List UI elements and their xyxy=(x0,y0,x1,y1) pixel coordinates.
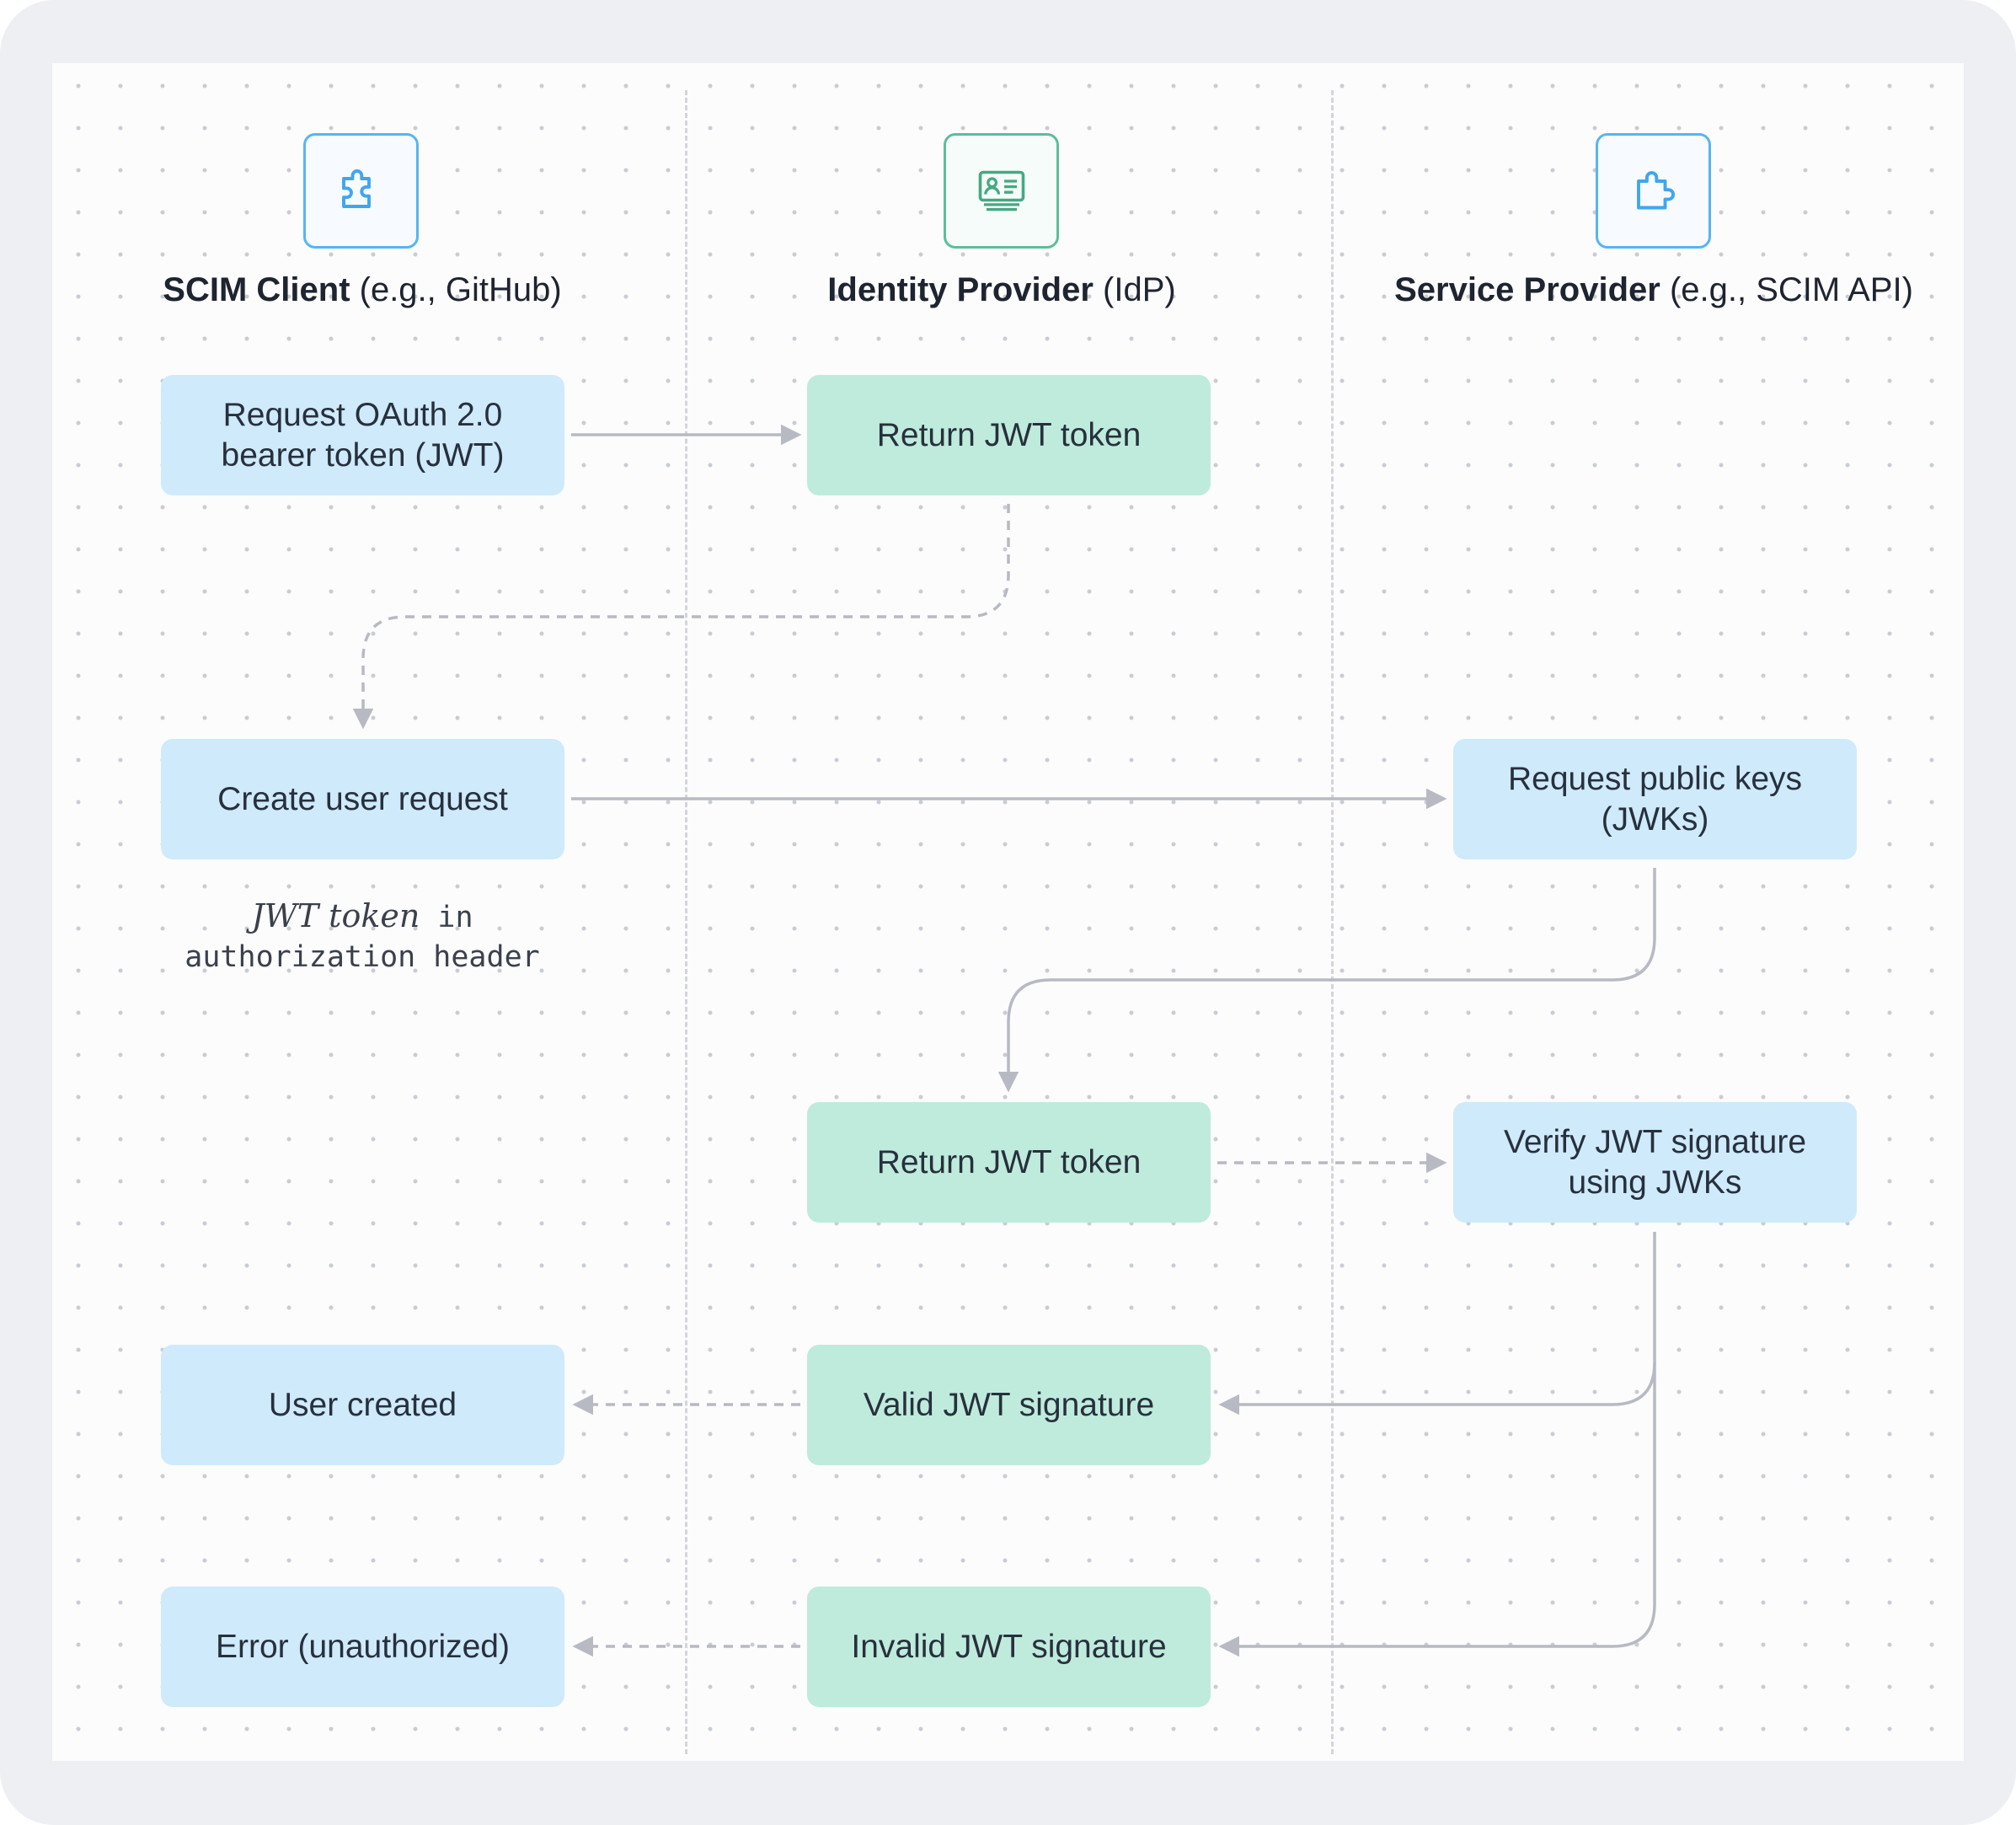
puzzle-piece-icon xyxy=(341,169,371,208)
scim-client-icon-tile xyxy=(303,133,419,249)
lane-header-strong: Identity Provider xyxy=(827,271,1094,308)
step-user-created: User created xyxy=(161,1345,564,1465)
lane-divider-2 xyxy=(1331,90,1334,1754)
lane-header-strong: SCIM Client xyxy=(163,271,350,308)
step-request-oauth-token: Request OAuth 2.0 bearer token (JWT) xyxy=(161,375,564,495)
dotted-canvas xyxy=(52,63,1964,1761)
step-return-jwt-token-2: Return JWT token xyxy=(807,1102,1211,1223)
jwt-header-note: JWT token in authorization header xyxy=(110,896,615,977)
lane-header-idp: Identity Provider (IdP) xyxy=(707,271,1297,309)
note-emphasis: JWT token xyxy=(251,897,420,934)
note-code-line-2: authorization header xyxy=(184,940,540,974)
step-verify-jwt-signature: Verify JWT signature using JWKs xyxy=(1453,1102,1857,1223)
step-error-unauthorized: Error (unauthorized) xyxy=(161,1587,564,1707)
note-code-line-1: in xyxy=(420,901,473,934)
step-return-jwt-token: Return JWT token xyxy=(807,375,1211,495)
lane-divider-1 xyxy=(685,90,687,1754)
service-provider-icon-tile xyxy=(1596,133,1711,249)
step-valid-jwt-signature: Valid JWT signature xyxy=(807,1345,1211,1465)
lane-header-detail: (e.g., GitHub) xyxy=(350,271,562,308)
id-card-icon xyxy=(978,170,1024,211)
puzzle-piece-icon xyxy=(1636,170,1675,209)
step-request-public-keys: Request public keys (JWKs) xyxy=(1453,739,1857,859)
lane-header-detail: (IdP) xyxy=(1093,271,1176,308)
lane-header-scim-client: SCIM Client (e.g., GitHub) xyxy=(67,271,657,309)
arrow-keys-to-return xyxy=(997,868,1656,1093)
lane-header-detail: (e.g., SCIM API) xyxy=(1660,271,1913,308)
arrow-verify-to-invalid xyxy=(1218,1362,1656,1657)
step-invalid-jwt-signature: Invalid JWT signature xyxy=(807,1587,1211,1707)
lane-header-strong: Service Provider xyxy=(1394,271,1660,308)
step-create-user-request: Create user request xyxy=(161,739,564,859)
arrow-return-to-create xyxy=(352,504,1010,730)
lane-header-service-provider: Service Provider (e.g., SCIM API) xyxy=(1359,271,1949,309)
idp-icon-tile xyxy=(944,133,1059,249)
arrow-verify-to-valid xyxy=(1218,1232,1656,1416)
